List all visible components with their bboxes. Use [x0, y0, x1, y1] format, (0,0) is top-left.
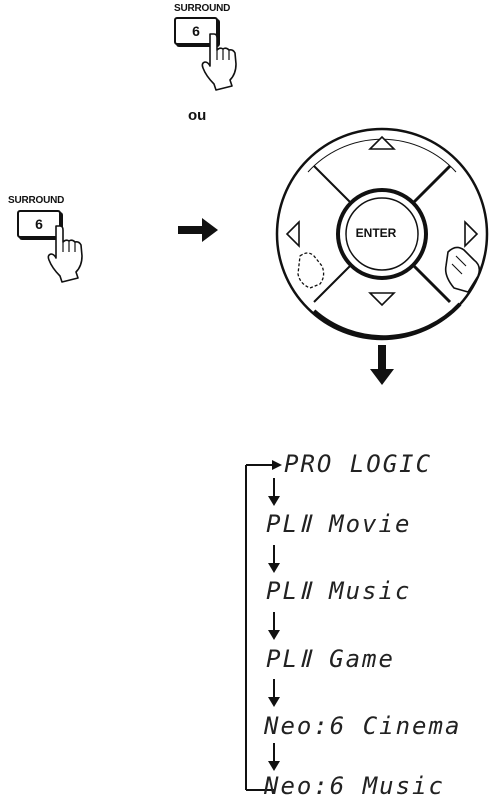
step-arrow-icon: [268, 612, 280, 640]
step-arrow-icon: [268, 545, 280, 573]
right-arrow-icon: [178, 218, 218, 242]
mode-plii-game: PLⅡ Game: [266, 645, 395, 673]
hand-pressing-icon: [47, 225, 83, 283]
step-arrow-icon: [268, 743, 280, 771]
mode-pro-logic: PRO LOGIC: [284, 450, 433, 478]
mode-neo6-cinema: Neo:6 Cinema: [264, 712, 462, 740]
mode-plii-music: PLⅡ Music: [266, 577, 412, 605]
left-surround-button[interactable]: 6: [17, 210, 61, 238]
enter-label: ENTER: [355, 226, 397, 240]
top-surround-button[interactable]: 6: [174, 17, 218, 45]
step-arrow-icon: [268, 679, 280, 707]
mode-neo6-music: Neo:6 Music: [264, 772, 445, 800]
down-arrow-icon: [370, 345, 394, 385]
or-connector: ou: [188, 107, 207, 124]
left-surround-key-number: 6: [35, 216, 43, 232]
left-triangle-icon: [285, 220, 300, 248]
hand-pressing-icon: [444, 246, 481, 293]
top-surround-key-number: 6: [192, 23, 200, 39]
mode-plii-movie: PLⅡ Movie: [266, 510, 412, 538]
left-surround-label: SURROUND: [8, 195, 65, 206]
hand-pressing-icon: [201, 33, 237, 91]
up-triangle-icon: [368, 135, 396, 150]
step-arrow-icon: [268, 478, 280, 506]
cycle-loop: [245, 460, 282, 791]
top-surround-label: SURROUND: [174, 3, 231, 14]
down-triangle-icon: [368, 292, 396, 307]
enter-button[interactable]: ENTER: [346, 218, 406, 248]
right-triangle-icon: [464, 220, 479, 248]
remote-dpad: [275, 127, 489, 341]
